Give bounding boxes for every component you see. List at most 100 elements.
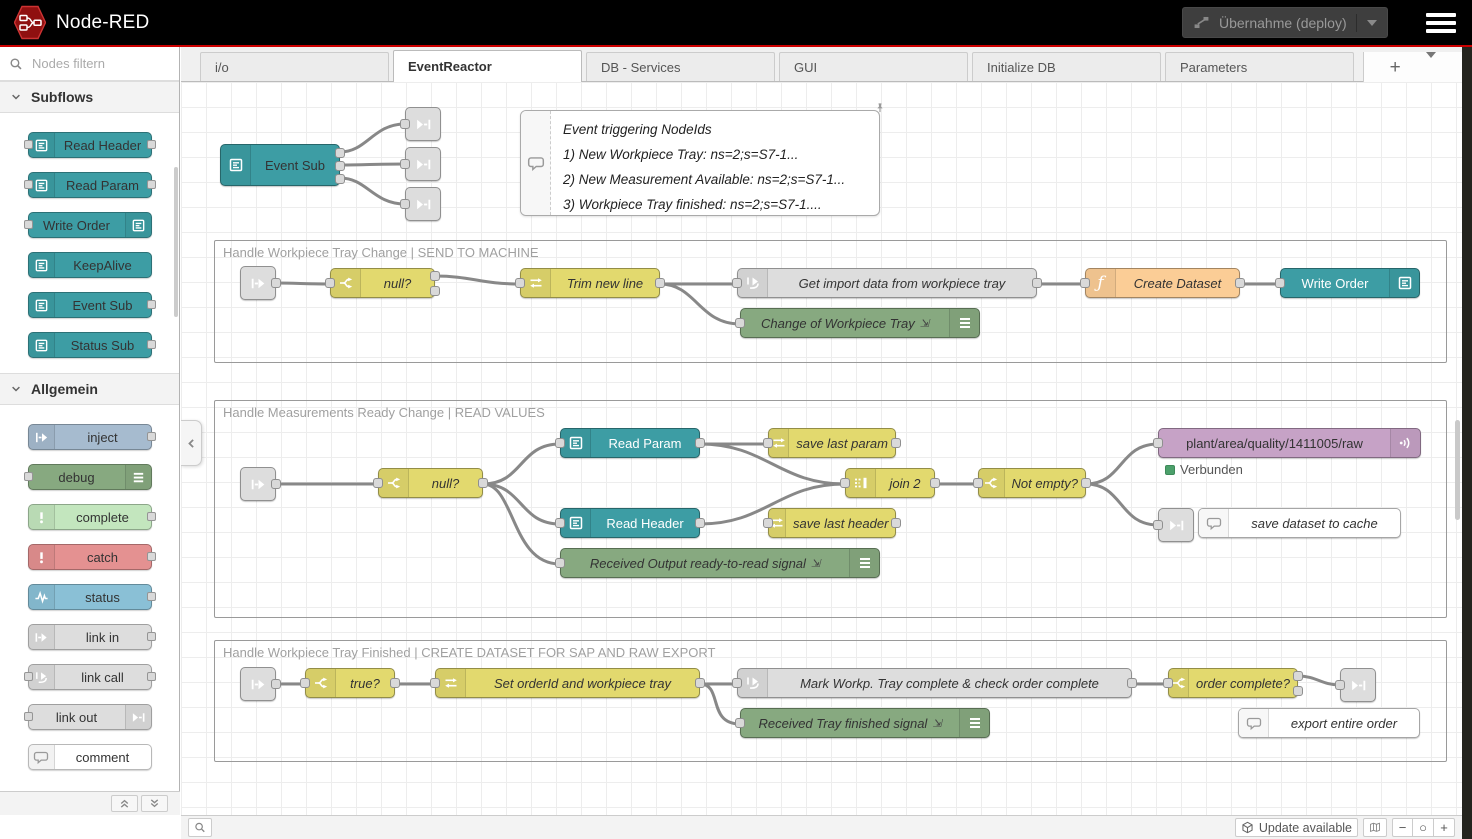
deploy-options-caret[interactable] bbox=[1356, 13, 1377, 32]
port[interactable] bbox=[300, 678, 310, 688]
zoom-reset-button[interactable]: ○ bbox=[1413, 818, 1434, 837]
port[interactable] bbox=[555, 438, 565, 448]
port[interactable] bbox=[1153, 520, 1163, 530]
node-debug-change-of-workpiece-tray[interactable]: Change of Workpiece Tray⇲ bbox=[735, 308, 980, 338]
palette-search-input[interactable] bbox=[30, 55, 165, 72]
palette-node-event-sub[interactable]: Event Sub bbox=[27, 292, 156, 318]
expand-all-button[interactable] bbox=[141, 795, 168, 812]
node-switch-null[interactable]: null? bbox=[325, 268, 440, 298]
port[interactable] bbox=[735, 718, 745, 728]
port[interactable] bbox=[390, 678, 400, 688]
port[interactable] bbox=[1293, 671, 1303, 681]
tab-io[interactable]: i/o bbox=[200, 52, 389, 81]
node-link-call-mark-tray-complete[interactable]: Mark Workp. Tray complete & check order … bbox=[732, 668, 1137, 698]
port[interactable] bbox=[555, 558, 565, 568]
node-switch-not-empty[interactable]: Not empty? bbox=[973, 468, 1091, 498]
node-switch-true[interactable]: true? bbox=[300, 668, 400, 698]
palette-search[interactable] bbox=[0, 47, 179, 81]
node-link-in[interactable] bbox=[240, 467, 281, 501]
port[interactable] bbox=[1080, 278, 1090, 288]
palette-collapse-handle[interactable] bbox=[181, 420, 202, 466]
port[interactable] bbox=[695, 438, 705, 448]
node-debug-received-output-signal[interactable]: Received Output ready-to-read signal⇲ bbox=[555, 548, 880, 578]
port[interactable] bbox=[735, 318, 745, 328]
palette-node-link-out[interactable]: link out bbox=[23, 704, 152, 730]
port[interactable] bbox=[1293, 686, 1303, 696]
node-link-out[interactable] bbox=[400, 187, 441, 221]
port[interactable] bbox=[1335, 680, 1345, 690]
flow-canvas[interactable]: Event Sub Event triggering NodeIds 1) Ne… bbox=[181, 82, 1462, 815]
node-link-out[interactable] bbox=[400, 147, 441, 181]
node-change-trim-new-line[interactable]: Trim new line bbox=[515, 268, 665, 298]
port[interactable] bbox=[335, 148, 345, 158]
node-subflow-write-order[interactable]: Write Order bbox=[1275, 268, 1420, 298]
node-subflow-read-param[interactable]: Read Param bbox=[555, 428, 705, 458]
port[interactable] bbox=[430, 286, 440, 296]
palette-node-keepalive[interactable]: KeepAlive bbox=[27, 252, 152, 278]
collapse-all-button[interactable] bbox=[111, 795, 138, 812]
node-change-save-last-header[interactable]: save last header bbox=[763, 508, 901, 538]
port[interactable] bbox=[335, 161, 345, 171]
palette-category-allgemein[interactable]: Allgemein bbox=[0, 373, 179, 405]
zoom-in-button[interactable]: + bbox=[1434, 818, 1455, 837]
tab-db-services[interactable]: DB - Services bbox=[586, 52, 775, 81]
port[interactable] bbox=[335, 174, 345, 184]
port[interactable] bbox=[271, 278, 281, 288]
palette-node-inject[interactable]: inject bbox=[27, 424, 156, 450]
palette-node-catch[interactable]: catch bbox=[27, 544, 156, 570]
port[interactable] bbox=[1235, 278, 1245, 288]
port[interactable] bbox=[930, 478, 940, 488]
port[interactable] bbox=[655, 278, 665, 288]
palette-node-link-in[interactable]: link in bbox=[27, 624, 156, 650]
palette-node-comment[interactable]: comment bbox=[27, 744, 152, 770]
palette-node-status-sub[interactable]: Status Sub bbox=[27, 332, 156, 358]
node-change-save-last-param[interactable]: save last param bbox=[763, 428, 901, 458]
navigator-button[interactable] bbox=[1363, 818, 1387, 837]
palette-node-write-order[interactable]: Write Order bbox=[23, 212, 152, 238]
node-comment-save-dataset[interactable]: save dataset to cache bbox=[1198, 508, 1401, 538]
port[interactable] bbox=[1163, 678, 1173, 688]
palette-category-subflows[interactable]: Subflows bbox=[0, 81, 179, 113]
flow-list-caret[interactable] bbox=[1426, 52, 1437, 76]
deploy-button[interactable]: Übernahme (deploy) bbox=[1182, 7, 1388, 38]
port[interactable] bbox=[1032, 278, 1042, 288]
node-link-in[interactable] bbox=[240, 266, 281, 300]
node-link-out[interactable] bbox=[1153, 508, 1194, 542]
port[interactable] bbox=[271, 479, 281, 489]
node-link-call-get-import-data[interactable]: Get import data from workpiece tray bbox=[732, 268, 1042, 298]
port[interactable] bbox=[1127, 678, 1137, 688]
port[interactable] bbox=[555, 518, 565, 528]
port[interactable] bbox=[1275, 278, 1285, 288]
palette-node-status[interactable]: status bbox=[27, 584, 156, 610]
port[interactable] bbox=[891, 518, 901, 528]
canvas-vertical-scrollbar[interactable] bbox=[1455, 420, 1460, 520]
node-link-out[interactable] bbox=[400, 107, 441, 141]
tab-parameters[interactable]: Parameters bbox=[1165, 52, 1354, 81]
port[interactable] bbox=[515, 278, 525, 288]
tab-gui[interactable]: GUI bbox=[779, 52, 968, 81]
palette-node-debug[interactable]: debug bbox=[23, 464, 152, 490]
node-link-in[interactable] bbox=[240, 667, 281, 701]
palette-node-link-call[interactable]: link call bbox=[23, 664, 156, 690]
port[interactable] bbox=[400, 159, 410, 169]
port[interactable] bbox=[1153, 438, 1163, 448]
port[interactable] bbox=[478, 478, 488, 488]
port[interactable] bbox=[695, 518, 705, 528]
port[interactable] bbox=[763, 518, 773, 528]
port[interactable] bbox=[400, 199, 410, 209]
port[interactable] bbox=[732, 678, 742, 688]
node-comment-export-order[interactable]: export entire order bbox=[1238, 708, 1420, 738]
port[interactable] bbox=[695, 678, 705, 688]
group-workpiece-tray-change[interactable]: Handle Workpiece Tray Change | SEND TO M… bbox=[214, 240, 1447, 363]
node-function-create-dataset[interactable]: ƒ Create Dataset bbox=[1080, 268, 1245, 298]
node-subflow-read-header[interactable]: Read Header bbox=[555, 508, 705, 538]
main-menu-button[interactable] bbox=[1426, 13, 1456, 33]
group-measurements-ready[interactable]: Handle Measurements Ready Change | READ … bbox=[214, 400, 1447, 618]
port[interactable] bbox=[840, 478, 850, 488]
node-event-sub[interactable]: Event Sub bbox=[220, 144, 345, 186]
port[interactable] bbox=[763, 438, 773, 448]
node-link-out[interactable] bbox=[1335, 668, 1376, 702]
port[interactable] bbox=[400, 119, 410, 129]
palette-node-read-header[interactable]: Read Header bbox=[23, 132, 156, 158]
port[interactable] bbox=[430, 271, 440, 281]
